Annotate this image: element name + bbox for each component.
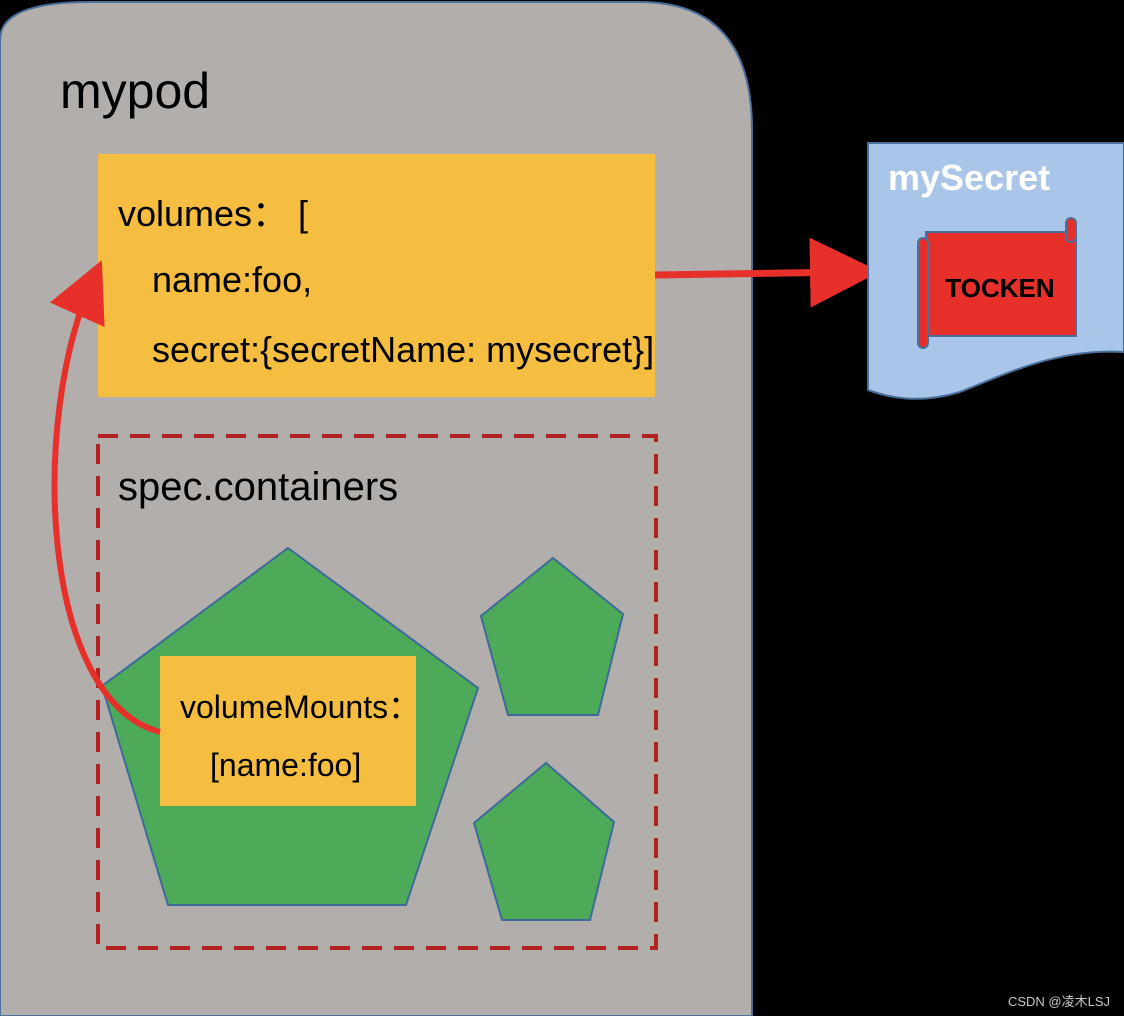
volumes-line-3: secret:{secretName: mysecret}] <box>152 329 654 370</box>
container-small-pentagon-top <box>479 556 625 716</box>
secret-reference-arrow <box>654 237 880 308</box>
secret-title: mySecret <box>888 157 1050 198</box>
volumes-line-1: volumes： [ <box>118 193 308 234</box>
container-small-pentagon-bottom <box>472 761 616 921</box>
mount-reference-arrow <box>49 260 161 735</box>
watermark: CSDN @凌木LSJ <box>1007 994 1110 1009</box>
token-label: TOCKEN <box>945 273 1054 303</box>
token-scroll-icon <box>917 217 1077 349</box>
pod-title: mypod <box>60 63 210 119</box>
volume-mounts-box <box>160 656 416 806</box>
containers-title: spec.containers <box>118 465 398 509</box>
containers-region <box>96 434 658 950</box>
volume-mounts-line-1: volumeMounts： <box>180 689 420 725</box>
volumes-box <box>98 154 655 397</box>
volume-mounts-line-2: [name:foo] <box>210 747 361 783</box>
volumes-line-2: name:foo, <box>152 259 312 300</box>
